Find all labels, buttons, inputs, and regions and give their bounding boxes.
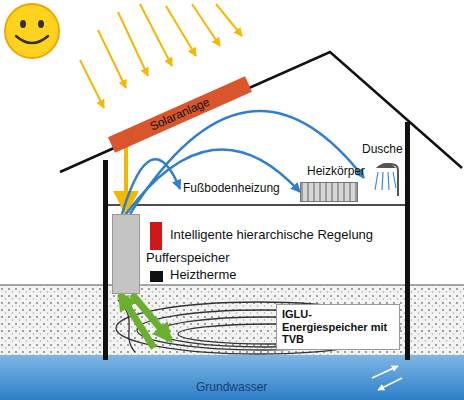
ground <box>0 285 464 400</box>
ground-texture <box>0 285 464 400</box>
node-label: Fußbodenheizung <box>183 182 280 196</box>
wall <box>405 122 410 360</box>
flow-arrow <box>372 366 398 378</box>
ground-line <box>0 285 464 286</box>
solar-panel: Solaranlage <box>108 76 252 153</box>
node-label: Solaranlage <box>148 95 212 134</box>
shower-icon <box>375 163 398 196</box>
exchange-arrow <box>120 294 154 348</box>
controller: Intelligente hierarchische Regelung <box>150 222 162 250</box>
node-label: Dusche <box>362 143 403 157</box>
node-label: Pufferspeicher <box>146 251 230 266</box>
flow-arrow <box>378 378 402 390</box>
area-label: Grundwasser <box>196 380 267 394</box>
ground-storage: IGLU-Energiespeicher mit TVB <box>108 298 405 360</box>
floor <box>108 204 405 206</box>
node-label: IGLU-Energiespeicher mit TVB <box>276 304 400 350</box>
node-label: Heizkörper <box>307 165 365 179</box>
shower: Dusche <box>364 160 402 196</box>
sun <box>5 4 59 58</box>
boiler: Heiztherme <box>150 271 163 282</box>
node-label: Intelligente hierarchische Regelung <box>170 228 373 243</box>
buffer-tank: Pufferspeicher <box>112 214 140 294</box>
groundwater <box>0 355 464 400</box>
wall <box>103 160 108 360</box>
radiator: Heizkörper <box>300 182 358 202</box>
node-label: Heiztherme <box>170 268 236 283</box>
floor-heating: Fußbodenheizung <box>180 181 283 197</box>
